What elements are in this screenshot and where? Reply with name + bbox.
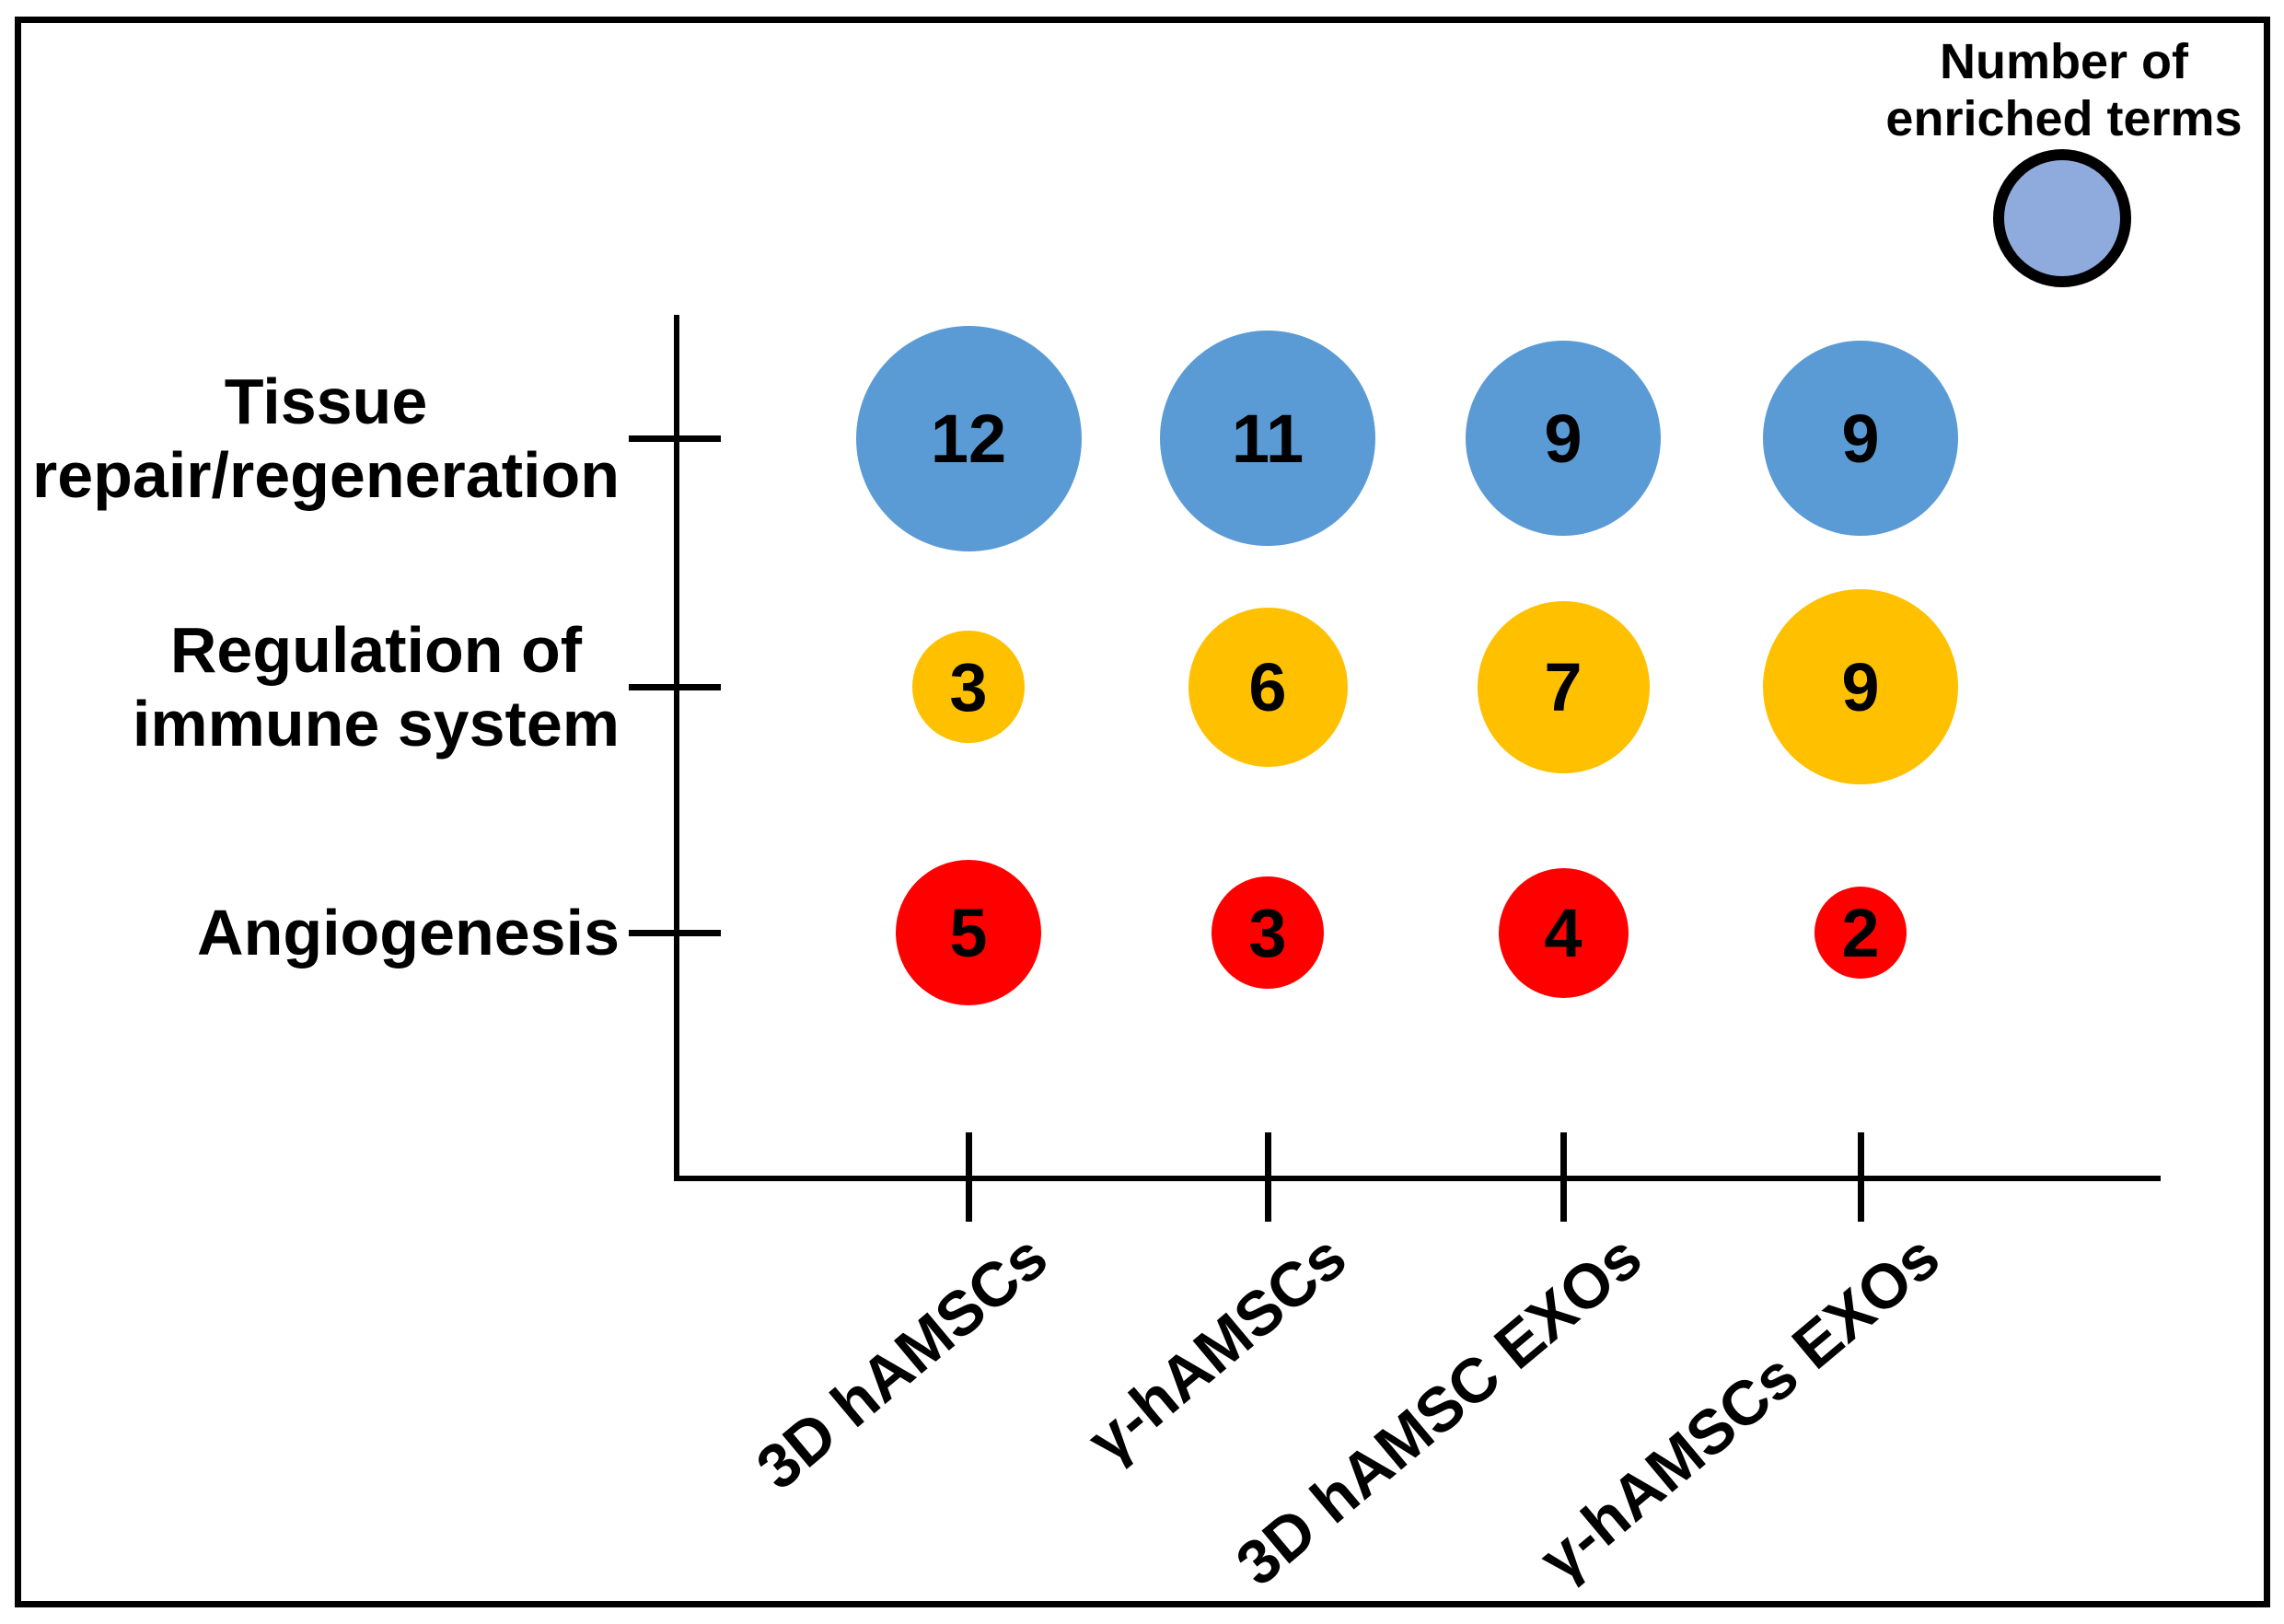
legend-title-line2: enriched terms bbox=[1885, 91, 2243, 146]
bubble: 9 bbox=[1763, 589, 1958, 784]
bubble: 3 bbox=[912, 631, 1025, 743]
bubble: 5 bbox=[896, 860, 1041, 1005]
y-category-label: Angiogenesis bbox=[197, 897, 620, 969]
x-axis-tick bbox=[1858, 1132, 1864, 1222]
bubble: 2 bbox=[1814, 887, 1907, 979]
legend-bubble-icon bbox=[1993, 149, 2131, 287]
bubble: 9 bbox=[1466, 341, 1661, 536]
chart-border bbox=[15, 17, 2270, 1607]
bubble: 4 bbox=[1498, 867, 1629, 998]
y-axis-tick bbox=[629, 435, 721, 442]
x-axis-tick bbox=[1265, 1132, 1271, 1222]
y-axis-tick bbox=[629, 930, 721, 936]
legend-title-line1: Number of bbox=[1940, 34, 2188, 89]
bubble: 7 bbox=[1477, 600, 1650, 773]
y-axis-line bbox=[674, 315, 679, 1181]
x-axis-tick bbox=[966, 1132, 972, 1222]
bubble: 12 bbox=[855, 325, 1082, 551]
bubble: 3 bbox=[1212, 876, 1324, 989]
x-axis-tick bbox=[1560, 1132, 1567, 1222]
y-axis-tick bbox=[629, 684, 721, 690]
bubble: 9 bbox=[1763, 341, 1958, 536]
bubble: 6 bbox=[1188, 607, 1348, 767]
x-axis-line bbox=[674, 1176, 2161, 1181]
legend-title: Number of enriched terms bbox=[1742, 33, 2284, 147]
bubble: 11 bbox=[1160, 331, 1375, 546]
